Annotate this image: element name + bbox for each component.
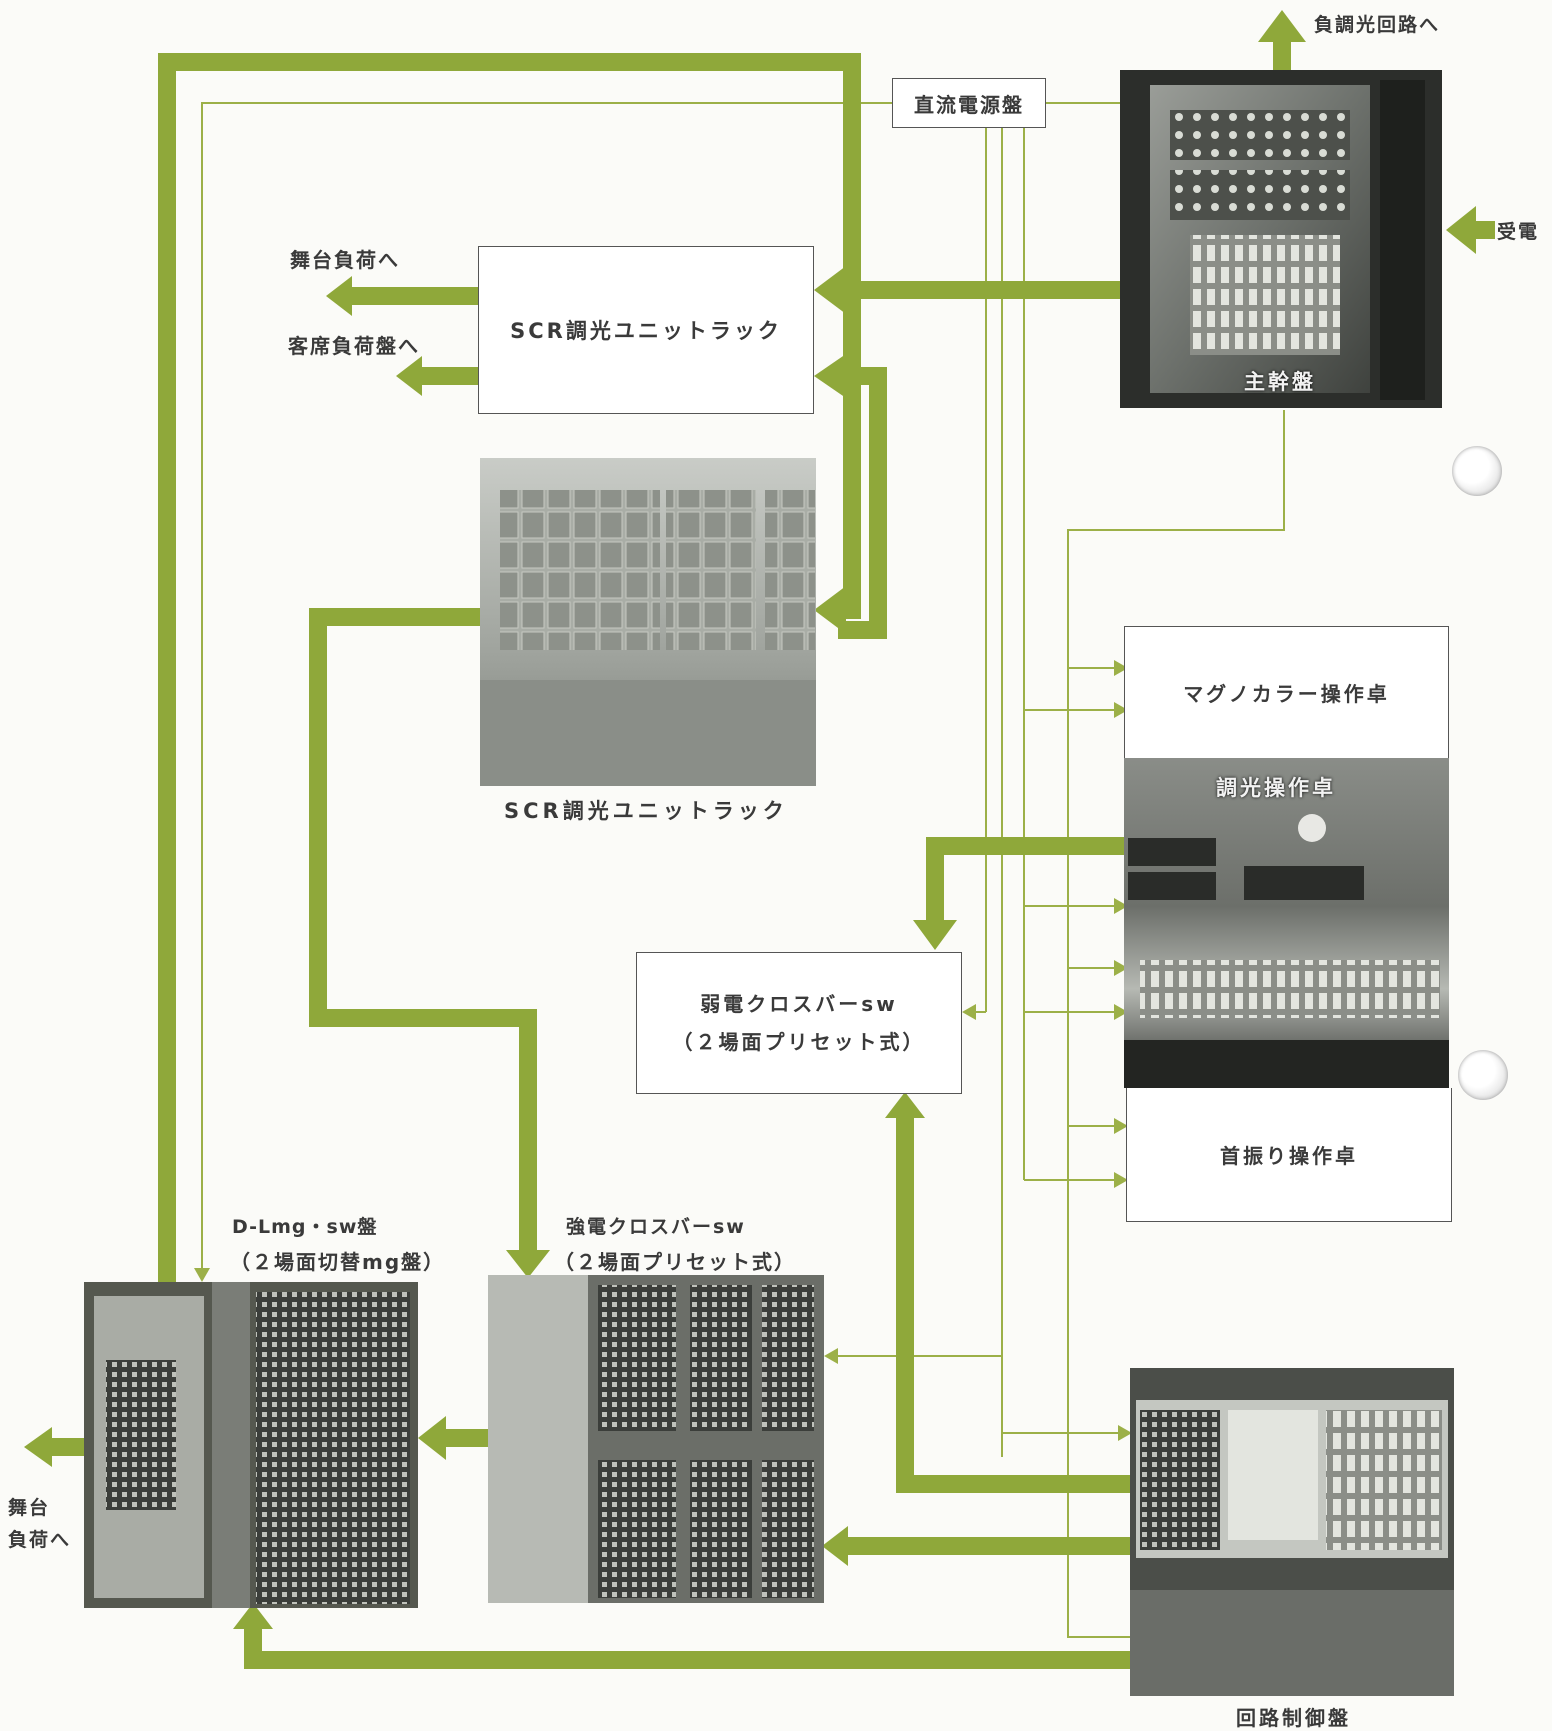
- arrowhead-receiving: [1446, 206, 1476, 254]
- strong-crossbar-label-2: （２場面プリセット式）: [554, 1246, 796, 1275]
- scr-rack-box: SCR調光ユニットラック: [478, 246, 814, 414]
- dlmg-label-1: D-Lmg・sw盤: [232, 1212, 377, 1239]
- binder-hole-bottom: [1458, 1050, 1508, 1100]
- arrowhead-outer-loop: [814, 586, 846, 634]
- to-audience-load-panel-label: 客席負荷盤へ: [288, 330, 420, 359]
- weak-crossbar-label-1: 弱電クロスバーsw: [700, 985, 897, 1023]
- swivel-console-box: 首振り操作卓: [1126, 1088, 1452, 1222]
- scr-rack-caption: SCR調光ユニットラック: [504, 795, 788, 825]
- circuit-control-photo: [1130, 1368, 1454, 1696]
- dimmer-console-photo: [1124, 758, 1449, 1088]
- arrowhead-to-strong: [822, 1526, 848, 1566]
- arrowhead-strong-to-dlmg: [418, 1416, 446, 1460]
- circuit-to-dlmg: [253, 1623, 1130, 1660]
- arrowhead-to-scr: [814, 266, 846, 314]
- weak-crossbar-label-2: （２場面プリセット式）: [673, 1023, 926, 1061]
- main-panel-caption: 主幹盤: [1244, 366, 1316, 396]
- swivel-console-label: 首振り操作卓: [1220, 1140, 1358, 1169]
- scr-rack-box-label: SCR調光ユニットラック: [510, 315, 782, 345]
- weak-to-circuit: [905, 1110, 1130, 1484]
- arrowhead: [1118, 1425, 1132, 1441]
- arrowhead-to-dimmer-circuit: [1258, 10, 1306, 42]
- arrowhead: [824, 1348, 838, 1364]
- to-dimmer-circuit-label: 負調光回路へ: [1314, 10, 1440, 37]
- magnocolor-console-label: マグノカラー操作卓: [1183, 678, 1390, 707]
- arrowhead-to-weak: [913, 920, 957, 950]
- dc-power-panel-label: 直流電源盤: [914, 89, 1024, 118]
- arrowhead: [194, 1268, 210, 1282]
- binder-hole-top: [1452, 446, 1502, 496]
- circuit-control-caption: 回路制御盤: [1236, 1702, 1351, 1731]
- dc-power-panel-box: 直流電源盤: [892, 78, 1046, 128]
- arrowhead-to-strong-crossbar: [506, 1250, 550, 1278]
- arrowhead-to-stage-load: [24, 1427, 52, 1467]
- to-stage-load-label: 舞台負荷へ: [290, 244, 400, 273]
- arrowhead-to-stage: [326, 276, 352, 316]
- magnocolor-console-box: マグノカラー操作卓: [1124, 626, 1449, 758]
- main-panel-photo: [1120, 70, 1442, 408]
- arrowhead-to-audience: [396, 356, 422, 396]
- weak-crossbar-box: 弱電クロスバーsw （２場面プリセット式）: [636, 952, 962, 1094]
- strong-crossbar-photo: [488, 1275, 824, 1603]
- dimmer-console-caption: 調光操作卓: [1216, 772, 1336, 802]
- strong-crossbar-label-1: 強電クロスバーsw: [566, 1212, 746, 1239]
- dlmg-panel-photo: [84, 1282, 418, 1608]
- stage-load-label-1: 舞台: [8, 1493, 50, 1520]
- dlmg-label-2: （２場面切替mg盤）: [230, 1246, 445, 1275]
- arrowhead: [962, 1004, 976, 1020]
- scr-rack-photo: [480, 458, 816, 786]
- power-receiving-label: 受電: [1497, 217, 1539, 244]
- arrowhead-scr-return: [814, 354, 846, 398]
- console-to-weak: [935, 846, 1126, 925]
- stage-load-label-2: 負荷へ: [8, 1525, 71, 1552]
- arrowhead-weak-from-circuit: [885, 1092, 925, 1118]
